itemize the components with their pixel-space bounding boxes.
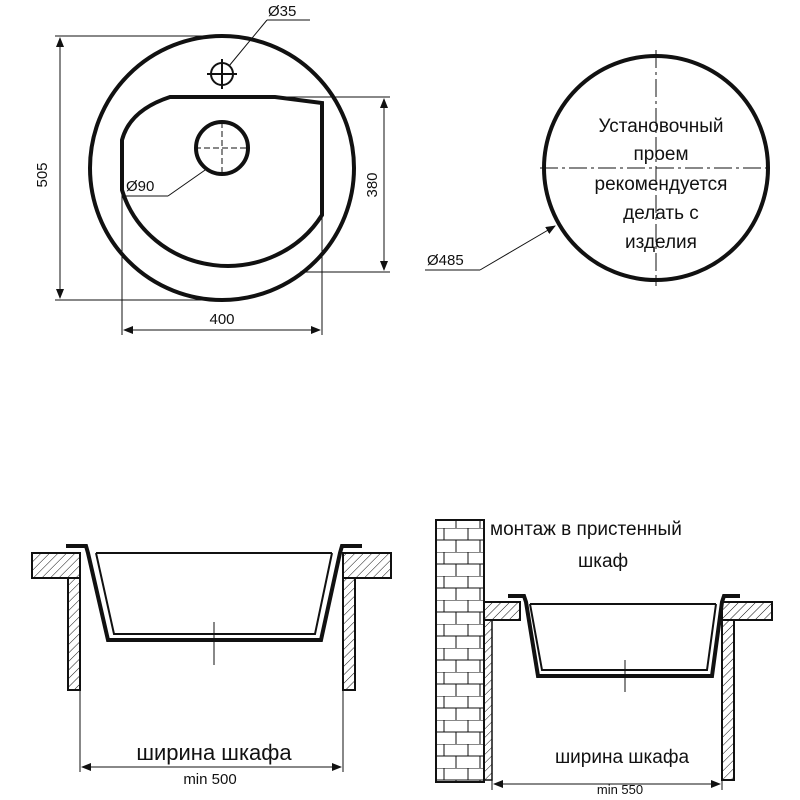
cutout-note-line-5: изделия bbox=[625, 232, 697, 253]
cutout-note-line-1: Установочный bbox=[598, 116, 723, 137]
cutout-note-line-3: рекомендуется bbox=[595, 174, 728, 195]
section-standard-cabinet: ширина шкафа min 500 bbox=[31, 544, 392, 788]
countertop-left bbox=[31, 552, 81, 579]
dim-outer-height: 505 bbox=[34, 162, 51, 187]
sink-top-view: Ø35 Ø90 505 380 400 bbox=[34, 3, 390, 335]
sink-section-outer-right bbox=[508, 594, 740, 678]
dim-cutout-diameter: Ø485 bbox=[427, 252, 464, 269]
sink-bowl-outline bbox=[120, 95, 324, 268]
countertop-right bbox=[342, 552, 392, 579]
brick-wall bbox=[435, 519, 485, 783]
dim-bowl-width: 400 bbox=[209, 311, 234, 328]
wall-mount-title-line-2: шкаф bbox=[578, 551, 628, 572]
wall-mount-title-line-1: монтаж в пристенный bbox=[490, 519, 682, 540]
cabinet-wall-front bbox=[721, 619, 735, 781]
cabinet-min-width: min 500 bbox=[183, 771, 236, 788]
cutout-view: Установочный проем рекомендуется делать … bbox=[425, 50, 772, 286]
dim-faucet-hole: Ø35 bbox=[268, 3, 296, 20]
wall-cabinet-width-label: ширина шкафа bbox=[555, 747, 690, 768]
cutout-note-line-4: делать с bbox=[623, 203, 699, 224]
cabinet-wall-back bbox=[483, 619, 493, 781]
cabinet-wall-right bbox=[342, 577, 356, 691]
dim-drain: Ø90 bbox=[126, 178, 154, 195]
section-wall-cabinet: монтаж в пристенный шкаф ширина шкафа mi… bbox=[435, 519, 773, 797]
countertop-open-side bbox=[721, 601, 773, 621]
wall-cabinet-min-width: min 550 bbox=[597, 782, 643, 797]
cutout-note-line-2: проем bbox=[633, 144, 688, 165]
dim-bowl-height: 380 bbox=[364, 172, 381, 197]
cabinet-width-label: ширина шкафа bbox=[136, 740, 292, 765]
cabinet-wall-left bbox=[67, 577, 81, 691]
countertop-wall-side bbox=[483, 601, 521, 621]
